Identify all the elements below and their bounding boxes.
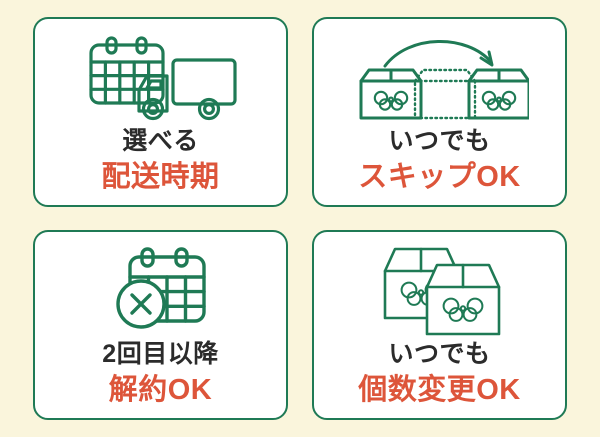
boxes-skip-arrow-icon	[314, 33, 565, 125]
card-primary-label: いつでも	[388, 340, 491, 368]
two-boxes-icon	[314, 246, 565, 338]
card-text-block: 2回目以降 解約OK	[35, 340, 286, 407]
feature-card-delivery-schedule[interactable]: 選べる 配送時期	[33, 17, 288, 207]
card-text-block: いつでも スキップOK	[314, 127, 565, 194]
feature-card-cancel-subscription[interactable]: 2回目以降 解約OK	[33, 230, 288, 420]
calendar-cancel-icon	[35, 246, 286, 338]
calendar-truck-icon	[35, 33, 286, 125]
card-primary-label: 選べる	[122, 127, 199, 155]
card-accent-label: 解約OK	[108, 373, 213, 406]
card-primary-label: 2回目以降	[102, 340, 219, 368]
card-text-block: いつでも 個数変更OK	[314, 340, 565, 407]
card-primary-label: いつでも	[388, 127, 491, 155]
card-accent-label: 個数変更OK	[358, 373, 521, 406]
feature-card-skip-delivery[interactable]: いつでも スキップOK	[312, 17, 567, 207]
card-text-block: 選べる 配送時期	[35, 127, 286, 194]
card-accent-label: 配送時期	[101, 160, 220, 193]
feature-card-change-quantity[interactable]: いつでも 個数変更OK	[312, 230, 567, 420]
feature-card-grid: 選べる 配送時期	[33, 17, 567, 420]
card-accent-label: スキップOK	[358, 160, 521, 193]
